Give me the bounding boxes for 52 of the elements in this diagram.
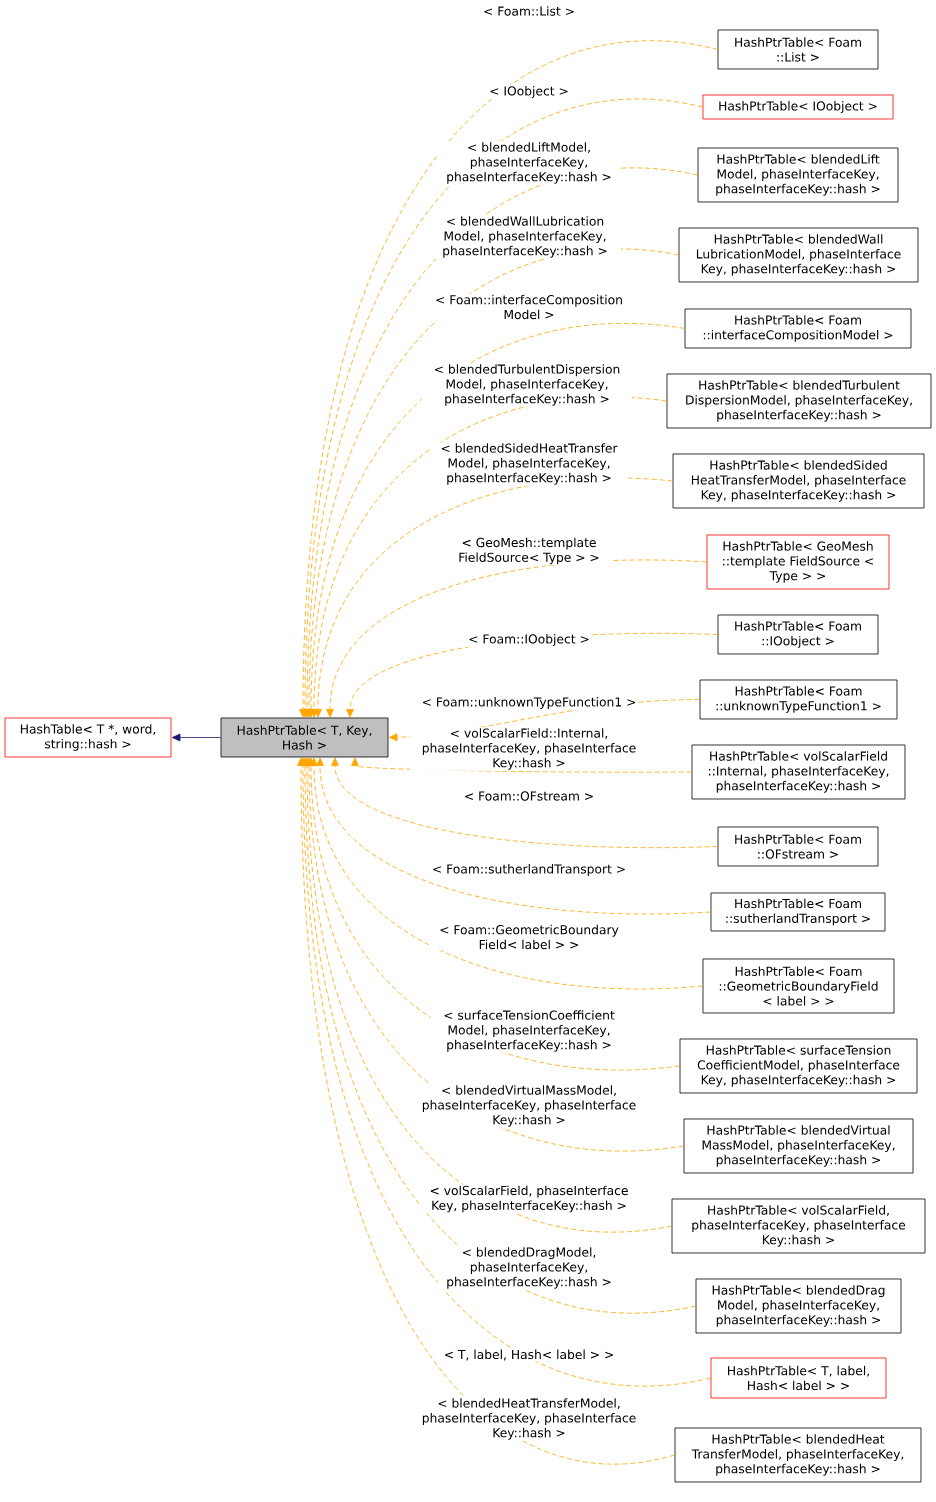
class-box: HashTable< T *, word, string::hash > [4, 717, 172, 758]
class-box: HashPtrTable< GeoMesh ::template FieldSource < Type > > [706, 534, 890, 590]
class-box: HashPtrTable< Foam ::List > [717, 29, 879, 70]
edge-label: < Foam::List > [482, 5, 576, 17]
class-box: HashPtrTable< blendedDrag Model, phaseInterfaceKey, phaseInterfaceKey::hash > [695, 1278, 902, 1334]
edge-label: < GeoMesh::template FieldSource< Type > > [447, 536, 611, 566]
class-box: HashPtrTable< blendedTurbulent DispersionModel, phaseInterfaceKey, phaseInterfaceKey::hash > [666, 373, 932, 429]
arrow [326, 559, 707, 718]
arrow [331, 757, 718, 848]
arrow [307, 323, 685, 718]
class-box: HashPtrTable< Foam ::GeometricBoundaryField < label > > [702, 958, 895, 1014]
class-box: HashPtrTable< Foam ::unknownTypeFunction1 > [699, 679, 898, 720]
arrow [299, 757, 711, 1387]
arrow [316, 757, 711, 915]
arrow [172, 733, 221, 742]
edge-label: < Foam::interfaceComposition Model > [424, 293, 634, 321]
edge-label: < T, label, Hash< label > > [442, 1348, 616, 1362]
arrow [310, 757, 703, 990]
edge-label: < blendedLiftModel, phaseInterfaceKey, phaseInterfaceKey::hash > [437, 141, 621, 185]
edge-label: < Foam::sutherlandTransport > [430, 863, 628, 877]
class-box: HashPtrTable< blendedHeat TransferModel, phaseInterfaceKey, phaseInterfaceKey::hash > [674, 1427, 922, 1483]
edge-label: < volScalarField, phaseInterface Key, phaseInterfaceKey::hash > [419, 1184, 639, 1214]
class-box: HashPtrTable< blendedVirtual MassModel, phaseInterfaceKey, phaseInterfaceKey::hash > [683, 1118, 914, 1174]
class-box: HashPtrTable< volScalarField, phaseInterfaceKey, phaseInterface Key::hash > [671, 1198, 926, 1254]
class-box: HashPtrTable< Foam ::interfaceCompositionModel > [684, 308, 912, 349]
edge-label: < blendedTurbulentDispersion Model, phaseInterfaceKey, phaseInterfaceKey::hash > [422, 363, 632, 407]
edge-label: < Foam::OFstream > [462, 790, 596, 802]
arrow [303, 757, 672, 1233]
class-box: HashPtrTable< volScalarField ::Internal, phaseInterfaceKey, phaseInterfaceKey::hash > [691, 744, 906, 800]
class-box: HashPtrTable< Foam ::sutherlandTransport > [710, 892, 886, 932]
edge-label: < Foam::IOobject > [467, 633, 591, 647]
edge-label: < blendedWallLubrication Model, phaseInterfaceKey, phaseInterfaceKey::hash > [429, 215, 621, 259]
edge-label: < IOobject > [488, 85, 570, 99]
class-box: HashPtrTable< T, label, Hash< label > > [710, 1357, 887, 1399]
class-box: HashPtrTable< Foam ::IOobject > [717, 614, 879, 655]
edge-label: < blendedHeatTransferModel, phaseInterfaceKey, phaseInterface Key::hash > [410, 1397, 648, 1441]
class-box: HashPtrTable< blendedLift Model, phaseInterfaceKey, phaseInterfaceKey::hash > [697, 147, 899, 203]
class-box: HashPtrTable< blendedWall LubricationModel, phaseInterface Key, phaseInterfaceKey::hash > [678, 227, 919, 283]
arrow [301, 757, 696, 1314]
class-box: HashPtrTable< IOobject > [702, 94, 894, 120]
class-box: HashPtrTable< surfaceTension CoefficientModel, phaseInterface Key, phaseInterfaceKey::hash > [679, 1038, 918, 1094]
edge-label: < surfaceTensionCoefficient Model, phaseInterfaceKey, phaseInterfaceKey::hash > [431, 1009, 627, 1053]
edge-label: < Foam::GeometricBoundary Field< label > > [429, 923, 629, 951]
edge-label: < blendedDragModel, phaseInterfaceKey, phaseInterfaceKey::hash > [438, 1246, 620, 1290]
class-box: HashPtrTable< Foam ::OFstream > [717, 826, 879, 867]
class-box: HashPtrTable< T, Key, Hash > [220, 717, 389, 758]
edge-label: < blendedSidedHeatTransfer Model, phaseInterfaceKey, phaseInterfaceKey::hash > [430, 442, 628, 486]
edge-label: < blendedVirtualMassModel, phaseInterfaceKey, phaseInterface Key::hash > [410, 1084, 648, 1128]
edge-label: < volScalarField::Internal, phaseInterfaceKey, phaseInterface Key::hash > [410, 727, 648, 771]
class-box: HashPtrTable< blendedSided HeatTransferModel, phaseInterface Key, phaseInterfaceKey::hash > [672, 453, 925, 509]
arrow [297, 757, 675, 1465]
edge-label: < Foam::unknownTypeFunction1 > [420, 696, 638, 710]
